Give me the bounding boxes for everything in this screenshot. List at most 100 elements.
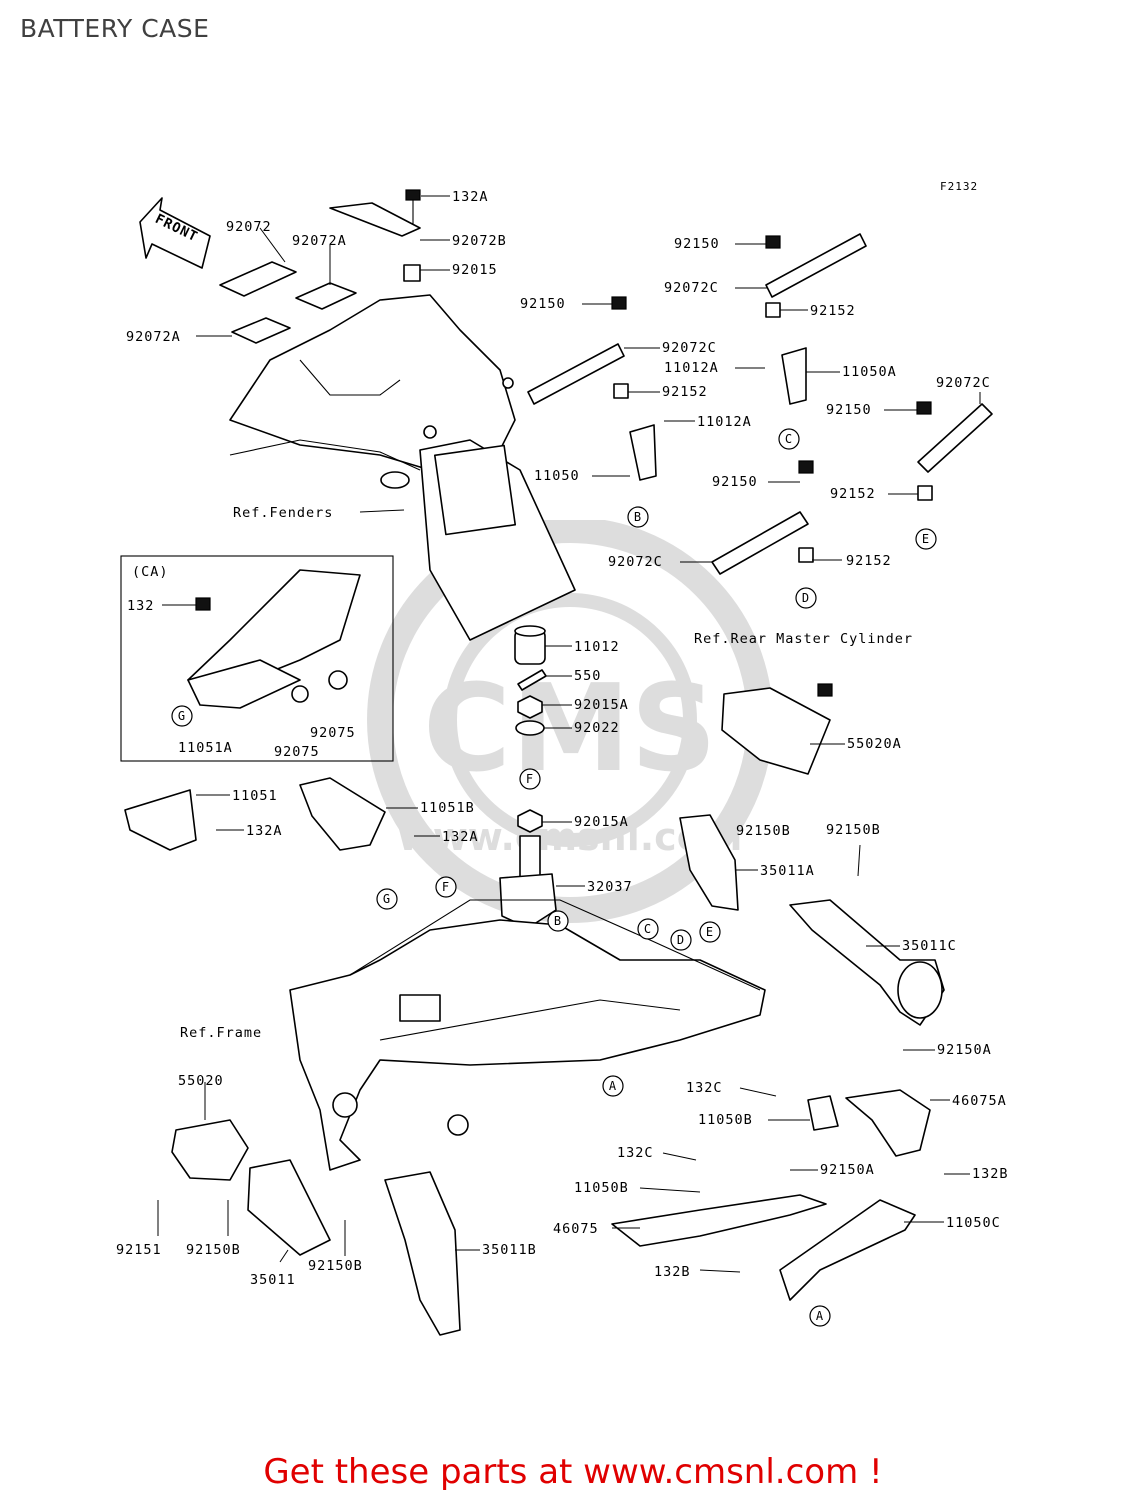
callout-f: F — [435, 876, 457, 898]
part-label: 92150A — [820, 1162, 875, 1178]
nut-92015a-top — [517, 695, 543, 719]
part-label: 11051 — [232, 788, 278, 804]
part-label: 92015A — [574, 697, 629, 713]
part-label: 46075 — [553, 1221, 599, 1237]
battery-case — [229, 294, 576, 641]
plate-55020a — [721, 687, 831, 775]
bracket-11050 — [629, 424, 657, 481]
callout-d: D — [795, 587, 817, 609]
callout-letter: E — [922, 532, 930, 546]
part-label: 92152 — [846, 553, 892, 569]
part-label: 92075 — [274, 744, 320, 760]
strap-92072c-b — [527, 343, 625, 405]
callout-e: E — [915, 528, 937, 550]
mount-32037 — [499, 873, 557, 929]
bracket-35011 — [247, 1159, 331, 1256]
callout-letter: A — [816, 1309, 824, 1323]
figure-code: F2132 — [940, 180, 978, 193]
callout-letter: A — [609, 1079, 617, 1093]
front-arrow-icon: FRONT — [139, 197, 211, 269]
part-label: 11012 — [574, 639, 620, 655]
part-label: 11050 — [534, 468, 580, 484]
callout-letter: F — [442, 880, 450, 894]
part-label: 92151 — [116, 1242, 162, 1258]
cover-46075 — [611, 1194, 827, 1247]
footer-link[interactable]: Get these parts at www.cmsnl.com ! — [263, 1452, 883, 1492]
leader-lines — [157, 195, 981, 1273]
callout-letter: G — [383, 892, 391, 906]
callout-b: B — [627, 506, 649, 528]
part-label: 32037 — [587, 879, 633, 895]
strap-92072c-c — [917, 403, 993, 473]
part-label: 92015 — [452, 262, 498, 278]
bolt-92150-c — [916, 401, 932, 415]
part-label: 92150B — [186, 1242, 241, 1258]
part-label: 55020A — [847, 736, 902, 752]
parts-diagram: FRONT F2132 (CA) — [116, 180, 1009, 1336]
arm-35011b — [384, 1171, 461, 1336]
part-label: Ref.Rear Master Cylinder — [694, 631, 913, 647]
part-label: 132B — [654, 1264, 691, 1280]
callout-letter: C — [785, 432, 793, 446]
part-label: 92022 — [574, 720, 620, 736]
part-labels: 132A92072B920159207292072A92072A92150920… — [116, 189, 1009, 1288]
inset-title: (CA) — [132, 564, 169, 580]
part-label: 11050B — [574, 1180, 629, 1196]
part-label: 92150B — [826, 822, 881, 838]
callout-letter: B — [634, 510, 642, 524]
nut-92015a-bottom — [517, 809, 543, 833]
part-label: 92072C — [936, 375, 991, 391]
part-label: 92072A — [292, 233, 347, 249]
callout-letter: D — [802, 591, 810, 605]
battery-strap-92072 — [219, 261, 357, 344]
callout-g: G — [171, 705, 193, 727]
plate-11050c — [779, 1199, 916, 1301]
part-label: 92150 — [826, 402, 872, 418]
part-label: 55020 — [178, 1073, 224, 1089]
collar-92152-d — [798, 547, 814, 563]
callout-c: C — [637, 918, 659, 940]
part-label: 92152 — [830, 486, 876, 502]
part-label: 35011A — [760, 863, 815, 879]
bolt-132a-top — [405, 189, 421, 201]
part-label: 92150 — [712, 474, 758, 490]
callout-e: E — [699, 921, 721, 943]
part-label: Ref.Fenders — [233, 505, 333, 521]
bolt-132 — [195, 597, 211, 611]
part-label: 46075A — [952, 1093, 1007, 1109]
part-label: 132A — [452, 189, 489, 205]
part-label: Ref.Frame — [180, 1025, 262, 1041]
strap-92072c-a — [765, 233, 867, 298]
callout-c: C — [778, 428, 800, 450]
part-label: 92072C — [608, 554, 663, 570]
part-label: 132A — [442, 829, 479, 845]
strap-92072b — [329, 202, 421, 237]
callout-letter: D — [677, 933, 685, 947]
part-label: 92150 — [674, 236, 720, 252]
callout-g: G — [376, 888, 398, 910]
part-label: 132B — [972, 1166, 1009, 1182]
part-label: 92072C — [662, 340, 717, 356]
part-label: 132C — [617, 1145, 654, 1161]
bolt-92150-b — [611, 296, 627, 310]
collar-92015 — [403, 264, 421, 282]
part-label: 550 — [574, 668, 601, 684]
part-label: 11050C — [946, 1215, 1001, 1231]
callout-letter: F — [526, 772, 534, 786]
bracket-11050b — [807, 1095, 839, 1131]
part-label: 11050B — [698, 1112, 753, 1128]
page-title: BATTERY CASE — [20, 14, 210, 43]
damper-550 — [517, 669, 547, 691]
part-label: 35011B — [482, 1242, 537, 1258]
bolt-92150-d — [798, 460, 814, 474]
strap-92072c-d — [711, 511, 809, 575]
callout-a: A — [809, 1305, 831, 1327]
bolt-92150-a — [765, 235, 781, 249]
collar-92152-c — [917, 485, 933, 501]
part-label: 92072C — [664, 280, 719, 296]
cover-46075a — [845, 1089, 931, 1157]
part-label: 11051B — [420, 800, 475, 816]
battery-tray-11051a — [187, 569, 361, 709]
part-label: 35011C — [902, 938, 957, 954]
